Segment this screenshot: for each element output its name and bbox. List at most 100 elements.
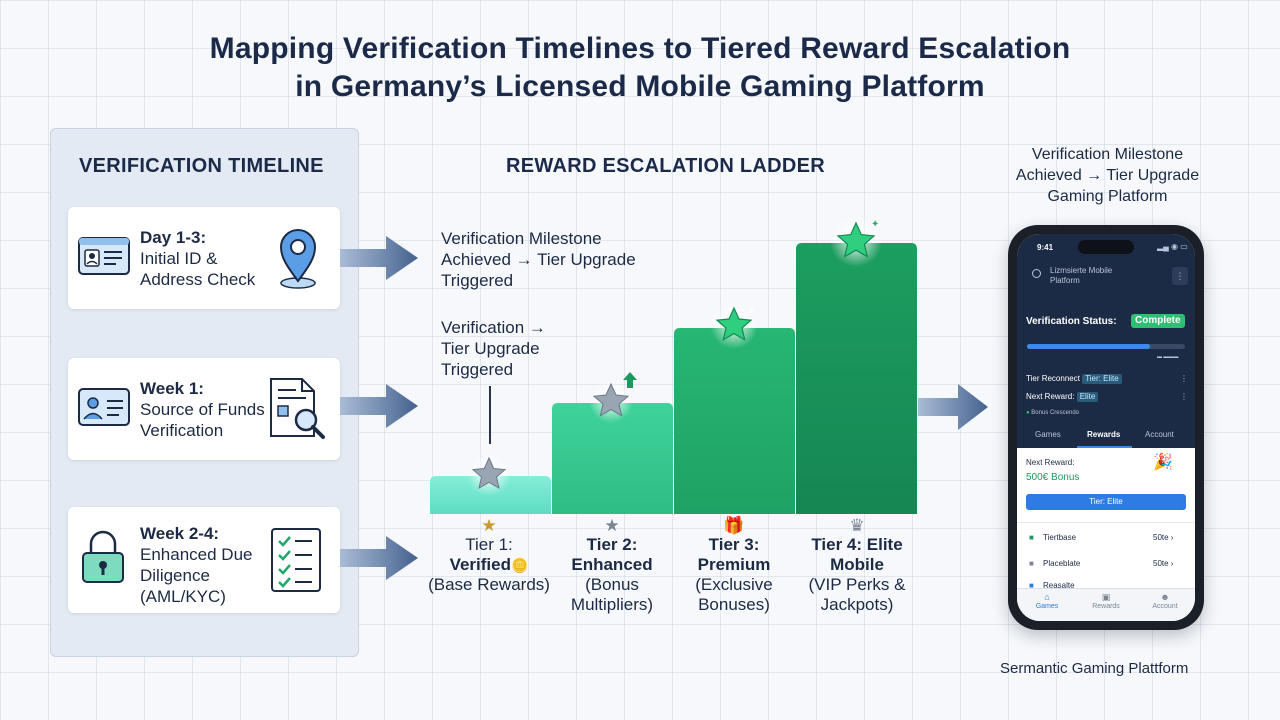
tier-row-more-icon[interactable]: ⋮ <box>1180 374 1188 383</box>
tier-3-line-3: (Exclusive <box>695 575 773 594</box>
app-title-line-1: Lizmsierte Mobile <box>1050 266 1113 275</box>
document-search-icon <box>268 376 328 447</box>
step-1-period: Day 1-3: <box>140 228 207 247</box>
next-reward-card: Next Reward: 500€ Bonus 🎉 Tier: Elite <box>1017 448 1195 520</box>
status-dot-text: Bonus Crescendo <box>1031 410 1079 416</box>
tier-3-star-icon <box>715 306 753 341</box>
tier-2-star-glow <box>589 379 633 423</box>
arrow-step-1 <box>340 236 418 280</box>
signal-icon: ▂▄ ◉ ▭ <box>1157 242 1188 251</box>
timeline-step-day-1-3: Day 1-3: Initial ID & Address Check <box>68 207 340 309</box>
tier-1-star-glow <box>467 452 511 496</box>
home-icon: ⌂ <box>1044 592 1050 602</box>
timeline-step-week-1: Week 1: Source of Funds Verification <box>68 358 340 460</box>
tier-4-line-3: (VIP Perks & <box>808 575 906 594</box>
location-pin-icon <box>278 225 318 294</box>
note-top-line-2: Achieved → Tier Upgrade <box>441 250 636 269</box>
note-mid-line-2: Tier Upgrade <box>441 339 540 358</box>
step-2-text: Week 1: Source of Funds Verification <box>140 378 265 441</box>
tier-3-label: 🎁 Tier 3: Premium (Exclusive Bonuses) <box>669 517 799 615</box>
rewards-icon: ▣ <box>1101 592 1111 602</box>
step-1-line-2: Address Check <box>140 270 256 289</box>
padlock-icon <box>80 529 126 590</box>
step-3-line-3: (AML/KYC) <box>140 587 226 606</box>
tier-2-line-1: Tier 2: <box>586 535 638 554</box>
tier-2-line-4: Multipliers) <box>570 595 654 614</box>
checklist-icon <box>270 527 322 598</box>
tier-1-line-2: Verified <box>449 555 511 574</box>
note-top-line-1: Verification Milestone <box>441 229 602 248</box>
note-mid-line-1: Verification → <box>441 318 546 337</box>
next-reward-row[interactable]: Next Reward: Elite <box>1026 392 1099 402</box>
list-item-value: 50te › <box>1153 559 1174 568</box>
tier-2-label: ★ Tier 2: Enhanced (Bonus Multipliers) <box>547 517 677 615</box>
title-line-2: in Germany’s Licensed Mobile Gaming Plat… <box>295 70 985 103</box>
nav-rewards-label: Rewards <box>1092 603 1120 610</box>
list-item-label: Placeblate <box>1043 559 1081 568</box>
tier-4-star-glow <box>830 215 882 267</box>
nav-account[interactable]: ☻ Account <box>1143 592 1187 612</box>
gift-icon: 🎁 <box>723 516 745 535</box>
list-item-label: Tiertbase <box>1043 533 1077 542</box>
list-item[interactable]: ■ Placeblate 50te › <box>1017 555 1195 573</box>
tier-1-star-icon <box>471 456 507 489</box>
arrow-to-phone <box>918 384 988 430</box>
profile-card-icon <box>78 388 130 431</box>
step-3-period: Week 2-4: <box>140 524 220 543</box>
mobile-phone-mockup: 9:41 ▂▄ ◉ ▭ Lizmsierte Mobile Platform ⋮… <box>1008 225 1204 630</box>
note-top-line-3: Triggered <box>441 271 514 290</box>
green-dot-icon: ● <box>1026 410 1030 416</box>
step-1-line-1: Initial ID & <box>140 249 218 268</box>
account-icon: ☻ <box>1160 592 1170 602</box>
tier-2-line-2: Enhanced <box>571 555 653 574</box>
nav-games[interactable]: ⌂ Games <box>1027 592 1067 612</box>
confetti-icon: 🎉 <box>1153 454 1173 471</box>
tab-account[interactable]: Account <box>1145 430 1174 439</box>
app-header-area <box>1017 234 1195 448</box>
note-connector-line <box>489 386 491 444</box>
verification-progress-fill <box>1027 344 1151 349</box>
timeline-step-week-2-4: Week 2-4: Enhanced Due Diligence (AML/KY… <box>68 507 340 613</box>
tier-1-line-3: (Base Rewards) <box>428 575 550 594</box>
verification-progress-track <box>1027 344 1185 349</box>
nav-rewards[interactable]: ▣ Rewards <box>1085 592 1127 612</box>
step-1-text: Day 1-3: Initial ID & Address Check <box>140 227 255 290</box>
next-row-label: Next Reward: <box>1026 392 1075 401</box>
next-row-more-icon[interactable]: ⋮ <box>1180 392 1188 401</box>
verification-status-label: Verification Status: <box>1026 316 1117 327</box>
sparkle-icon: ✦ <box>871 219 879 230</box>
list-item[interactable]: ■ Tiertbase 50te › <box>1017 529 1195 547</box>
page-title: Mapping Verification Timelines to Tiered… <box>0 30 1280 106</box>
tier-4-block <box>796 243 917 514</box>
tier-row-chip: Tier: Elite <box>1082 374 1122 384</box>
progress-caption-icon: ▬ ▬▬▬ <box>1157 354 1179 360</box>
reward-list: ■ Tiertbase 50te › ■ Placeblate 50te › ■… <box>1017 522 1195 589</box>
list-item-label: Reasalte <box>1043 581 1075 589</box>
status-bar-time: 9:41 <box>1037 243 1054 252</box>
app-title-line-2: Platform <box>1050 276 1080 285</box>
app-title-bar: Lizmsierte Mobile Platform ⋮ <box>1028 266 1188 292</box>
app-tab-bar: Games Rewards Account <box>1017 423 1195 448</box>
bottom-nav: ⌂ Games ▣ Rewards ☻ Account <box>1017 588 1195 621</box>
nav-account-label: Account <box>1152 603 1178 610</box>
coins-icon: 🪙 <box>510 557 529 573</box>
verification-status-badge: Complete <box>1131 314 1185 328</box>
status-dot-row: ● Bonus Crescendo <box>1026 408 1079 418</box>
tier-row[interactable]: Tier Reconnect Tier: Elite <box>1026 374 1122 384</box>
list-item-icon: ■ <box>1029 533 1034 542</box>
tier-4-line-1: Tier 4: Elite <box>811 535 903 554</box>
id-card-icon <box>78 237 130 280</box>
tier-1-line-1: Tier 1: <box>465 535 513 554</box>
list-item-value: 50te › <box>1153 533 1174 542</box>
list-item-icon: ■ <box>1029 559 1034 568</box>
list-item[interactable]: ■ Reasalte <box>1017 579 1195 589</box>
crown-icon: ♛ <box>849 516 865 535</box>
tab-games[interactable]: Games <box>1035 430 1061 439</box>
tier-row-label: Tier Reconnect <box>1026 374 1080 383</box>
step-3-line-1: Enhanced Due <box>140 545 253 564</box>
tab-rewards[interactable]: Rewards <box>1087 430 1121 439</box>
step-2-line-1: Source of Funds <box>140 400 265 419</box>
verification-timeline-heading: VERIFICATION TIMELINE <box>79 155 324 177</box>
more-menu-icon[interactable]: ⋮ <box>1172 267 1188 285</box>
reward-tier-button[interactable]: Tier: Elite <box>1026 494 1186 510</box>
